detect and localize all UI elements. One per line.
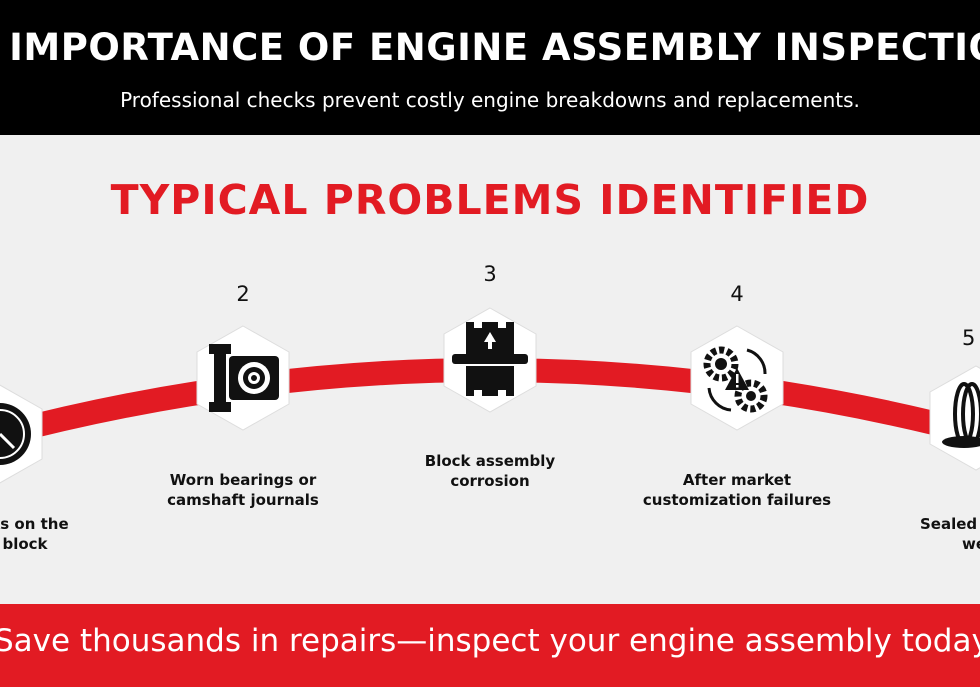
step-5-label: Sealed we (920, 514, 980, 554)
step-3-label-line2: corrosion (450, 472, 530, 490)
step-1-label-line1: cks on the (0, 515, 69, 533)
step-5-label-line2: we (962, 535, 980, 553)
header-banner: E IMPORTANCE OF ENGINE ASSEMBLY INSPECTI… (0, 0, 980, 135)
step-2-hex (193, 322, 293, 434)
step-3-label: Block assembly corrosion (390, 451, 590, 491)
gauge-icon (0, 403, 31, 465)
engine-block-icon (452, 322, 528, 396)
step-5-number: 5 (962, 326, 976, 350)
bearing-icon (209, 344, 279, 412)
page-title: E IMPORTANCE OF ENGINE ASSEMBLY INSPECTI… (0, 26, 980, 69)
step-1-label-line2: block (2, 535, 48, 553)
step-5-label-line1: Sealed (920, 515, 978, 533)
step-1-hex (0, 380, 48, 488)
step-2-number: 2 (236, 282, 250, 306)
step-4-hex (687, 322, 787, 434)
step-3-label-line1: Block assembly (424, 452, 556, 470)
section-title: TYPICAL PROBLEMS IDENTIFIED (110, 176, 870, 224)
gears-warning-icon (703, 346, 768, 413)
step-5-hex (926, 362, 980, 474)
step-4-label-line2: customization failures (642, 491, 832, 509)
step-2-label: Worn bearings or camshaft journals (143, 470, 343, 510)
step-2-label-line2: camshaft journals (167, 491, 319, 509)
step-1-label: cks on the block (0, 514, 90, 554)
step-2-label-line1: Worn bearings or (169, 471, 317, 489)
step-3-number: 3 (483, 262, 497, 286)
step-4-label: After market customization failures (612, 470, 862, 510)
step-4-label-line1: After market (682, 471, 792, 489)
footer-cta-text: Save thousands in repairs—inspect your e… (0, 623, 980, 659)
page-subtitle: Professional checks prevent costly engin… (120, 88, 860, 112)
step-3-hex (440, 304, 540, 416)
step-4-number: 4 (730, 282, 744, 306)
seal-rings-icon (942, 382, 980, 448)
footer-banner: Save thousands in repairs—inspect your e… (0, 604, 980, 687)
